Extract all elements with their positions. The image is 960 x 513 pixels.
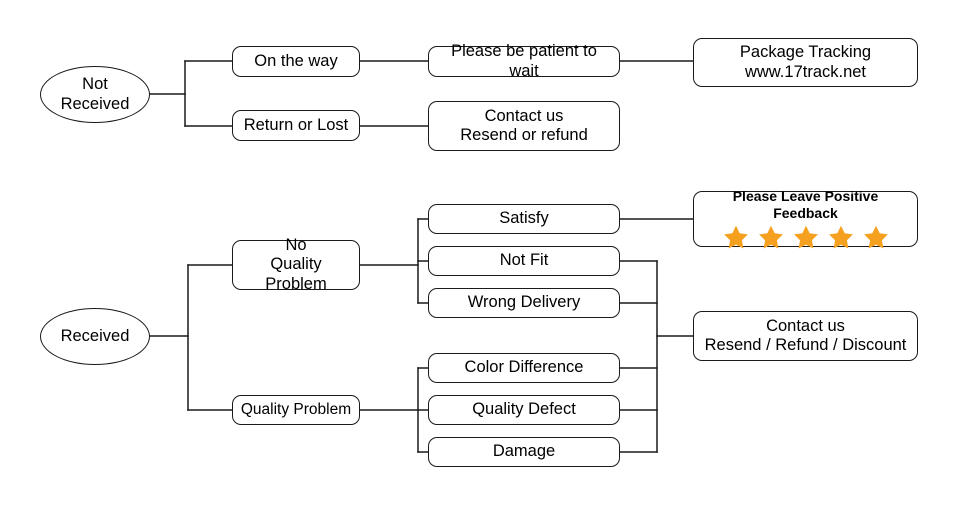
node-no-quality-problem[interactable]: No Quality Problem [232, 236, 360, 293]
node-not-fit[interactable]: Not Fit [428, 246, 620, 276]
star-icon[interactable] [758, 224, 784, 250]
star-icon[interactable] [863, 224, 889, 250]
node-damage[interactable]: Damage [428, 437, 620, 467]
node-quality-defect-label: Quality Defect [472, 400, 576, 419]
node-on-the-way-label: On the way [254, 51, 338, 70]
node-contact-us-resend-refund-discount[interactable]: Contact us Resend / Refund / Discount [693, 311, 918, 361]
node-not-received-label: Not Received [60, 75, 130, 113]
node-damage-label: Damage [492, 442, 556, 461]
node-leave-positive-feedback-label: Please Leave Positive Feedback [732, 187, 879, 221]
node-satisfy-label: Satisfy [499, 209, 549, 228]
node-quality-problem-label: Quality Problem [240, 400, 352, 418]
node-leave-positive-feedback[interactable]: Please Leave Positive Feedback [693, 187, 918, 250]
node-wrong-delivery-label: Wrong Delivery [467, 293, 581, 312]
node-contact-us-resend-or-refund[interactable]: Contact us Resend or refund [428, 101, 620, 151]
node-received-label: Received [60, 326, 130, 345]
node-please-be-patient-to-wait-label: Please be patient to wait [451, 42, 597, 80]
node-quality-defect[interactable]: Quality Defect [428, 395, 620, 425]
node-satisfy[interactable]: Satisfy [428, 204, 620, 234]
star-icon[interactable] [828, 224, 854, 250]
node-received[interactable]: Received [40, 308, 150, 365]
star-icon[interactable] [793, 224, 819, 250]
node-package-tracking[interactable]: Package Tracking www.17track.net [693, 38, 918, 87]
node-wrong-delivery[interactable]: Wrong Delivery [428, 288, 620, 318]
node-return-or-lost[interactable]: Return or Lost [232, 110, 360, 141]
node-package-tracking-label: Package Tracking www.17track.net [739, 43, 872, 81]
star-rating[interactable] [723, 224, 889, 250]
node-quality-problem[interactable]: Quality Problem [232, 395, 360, 425]
node-not-fit-label: Not Fit [499, 251, 549, 270]
node-return-or-lost-label: Return or Lost [243, 115, 349, 134]
node-please-be-patient-to-wait[interactable]: Please be patient to wait [428, 42, 620, 80]
node-contact-us-resend-refund-discount-label: Contact us Resend / Refund / Discount [704, 316, 907, 354]
node-on-the-way[interactable]: On the way [232, 46, 360, 77]
node-no-quality-problem-label: No Quality Problem [265, 235, 327, 293]
node-color-difference-label: Color Difference [464, 358, 584, 377]
star-icon[interactable] [723, 224, 749, 250]
node-contact-us-resend-or-refund-label: Contact us Resend or refund [460, 106, 588, 144]
node-not-received[interactable]: Not Received [40, 66, 150, 123]
node-color-difference[interactable]: Color Difference [428, 353, 620, 383]
